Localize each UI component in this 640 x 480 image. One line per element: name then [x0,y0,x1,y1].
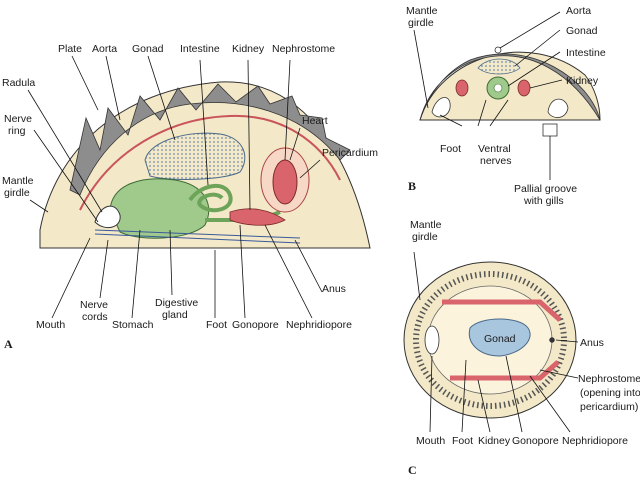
label-gonad-c: Gonad [484,333,516,345]
label-nephrostome-a: Nephrostome [272,43,335,55]
label-gonad-b: Gonad [566,25,598,37]
panel-b-cross-section: Mantle girdle Aorta Gonad Intestine Kidn… [406,5,606,207]
gonad-a [144,132,246,180]
label-nerve-cords-2-a: cords [82,311,108,323]
label-intestine-b: Intestine [566,47,606,59]
label-anus-a: Anus [322,283,346,295]
label-gonopore-c: Gonopore [512,435,559,447]
leader-lines-c [413,251,579,433]
kidney-band-c-top [442,299,562,322]
label-radula-a: Radula [2,77,35,89]
label-kidney-c: Kidney [478,435,511,447]
label-nephridiopore-a: Nephridiopore [286,319,352,331]
panel-c-ventral-view: Mantle girdle Gonad Anus Nephrostome (op… [403,219,640,477]
intestine-lumen-b [493,83,503,93]
label-nephrostome-3-c: pericardium) [580,401,638,413]
label-nephridiopore-c: Nephridiopore [562,435,628,447]
label-heart-a: Heart [302,115,328,127]
plate-b [419,53,601,121]
label-pallial-1-b: Pallial groove [514,183,577,195]
panel-letter-b: B [408,179,416,193]
kidney-band-c-bottom [450,360,560,381]
label-mantle-1-c: Mantle [410,219,442,231]
label-kidney-b: Kidney [566,75,599,87]
label-foot-b: Foot [440,143,461,155]
label-kidney-a: Kidney [232,43,265,55]
label-nerve-cords-1-a: Nerve [80,299,108,311]
label-foot-a: Foot [206,319,227,331]
label-mouth-a: Mouth [36,319,65,331]
gill-ring-c [413,271,567,409]
nerve-cords-a [94,229,301,244]
anus-c [549,337,555,343]
panel-letter-c: C [408,463,417,477]
shell-plates-a [69,83,351,196]
panel-letter-a: A [4,337,13,351]
label-digestive-1-a: Digestive [155,297,198,309]
label-mantle-2-b: girdle [408,17,434,29]
kidney-b-right [517,79,531,97]
gill-b-right [547,98,569,118]
leader-lines-b [413,11,563,180]
label-mantle-2-a: girdle [4,187,30,199]
label-foot-c: Foot [452,435,473,447]
label-aorta-a: Aorta [92,43,117,55]
label-ventral-2-b: nerves [480,155,512,167]
gill-b-left [431,97,451,118]
label-anus-c: Anus [580,337,604,349]
label-nerve-ring-1-a: Nerve [4,113,32,125]
label-mantle-1-b: Mantle [406,5,438,17]
aorta-b [494,46,502,54]
label-mantle-2-c: girdle [412,231,438,243]
label-stomach-a: Stomach [112,319,154,331]
label-pericardium-a: Pericardium [322,147,378,159]
leader-lines-a [27,55,323,319]
label-gonad-a: Gonad [132,43,164,55]
label-intestine-a: Intestine [180,43,220,55]
panel-a-lateral-view: Plate Aorta Gonad Intestine Kidney Nephr… [2,43,378,351]
pallial-groove-marker-b [542,123,558,137]
aorta-line-a [79,114,341,211]
label-nephrostome-1-c: Nephrostome [578,373,640,385]
mouth-c [424,325,440,355]
label-aorta-b: Aorta [566,5,591,17]
gonad-c [468,318,531,357]
label-plate-a: Plate [58,43,82,55]
label-nephrostome-2-c: (opening into [580,387,640,399]
label-mantle-1-a: Mantle [2,175,34,187]
label-digestive-2-a: gland [162,309,188,321]
label-pallial-2-b: with gills [523,195,564,207]
label-gonopore-a: Gonopore [232,319,279,331]
gonad-b [477,58,521,75]
kidney-a [229,208,286,226]
label-mouth-c: Mouth [416,435,445,447]
stomach-a [109,178,210,239]
heart-a [272,159,298,205]
kidney-b-left [455,79,469,97]
label-ventral-1-b: Ventral [478,143,511,155]
label-nerve-ring-2-a: ring [8,125,26,137]
